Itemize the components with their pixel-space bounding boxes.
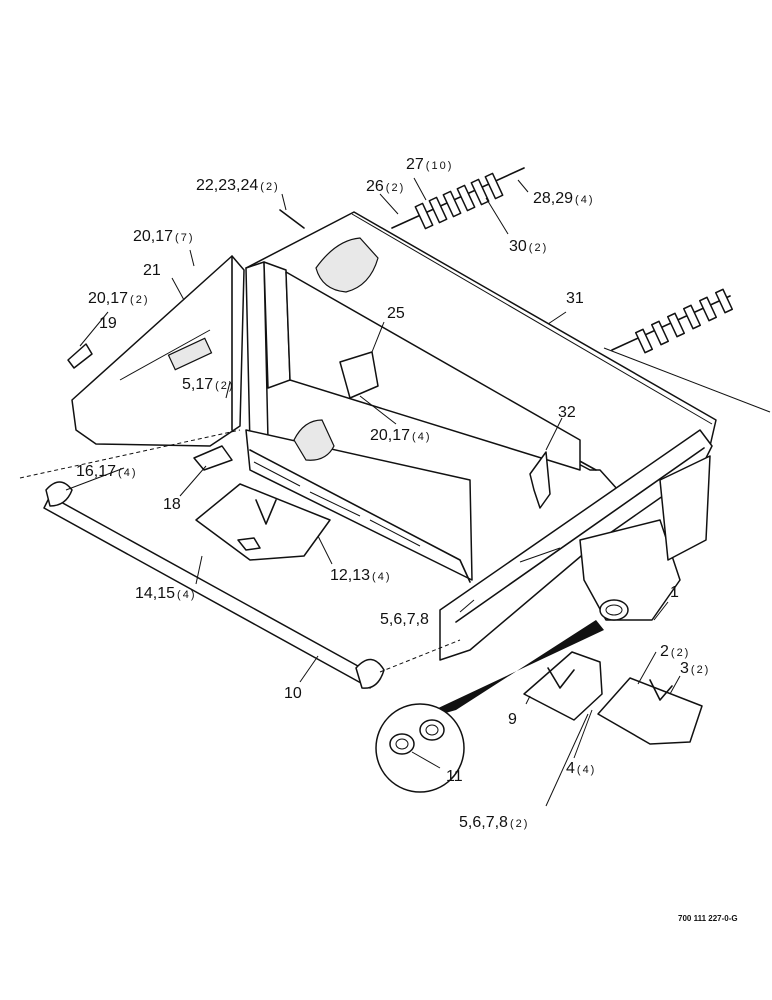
callout-26: 26(2) bbox=[366, 178, 405, 195]
callout-19: 19 bbox=[99, 315, 117, 332]
center-plate bbox=[523, 651, 603, 721]
callout-22-23-24: 22,23,24(2) bbox=[196, 177, 280, 194]
callout-14-15: 14,15(4) bbox=[135, 585, 197, 602]
main-frame bbox=[245, 211, 717, 661]
drum-upper bbox=[391, 167, 525, 230]
callout-1: 1 bbox=[670, 584, 679, 601]
callout-9: 9 bbox=[508, 711, 517, 728]
skid-shoe-left bbox=[195, 483, 331, 561]
callout-16-17: 16,17(4) bbox=[76, 463, 138, 480]
callout-20-17-c: 20,17(4) bbox=[370, 427, 432, 444]
plate-18 bbox=[193, 445, 233, 471]
callout-20-17-a: 20,17(7) bbox=[133, 228, 195, 245]
shaft bbox=[19, 429, 461, 689]
callout-27: 27(10) bbox=[406, 156, 453, 173]
callout-3: 3(2) bbox=[680, 660, 710, 677]
leader-lines bbox=[65, 177, 681, 807]
callout-10: 11 bbox=[446, 768, 463, 785]
bolt-22 bbox=[279, 209, 305, 229]
callout-5-6-7-8-a: 5,6,7,8 bbox=[380, 611, 429, 628]
callout-28-29: 28,29(4) bbox=[533, 190, 595, 207]
clip-19 bbox=[67, 343, 93, 369]
callout-20-17-b: 20,17(2) bbox=[88, 290, 150, 307]
callout-5-17: 5,17(2) bbox=[182, 376, 235, 393]
callout-labels: 22,23,24(2) 27(10) 26(2) 28,29(4) 30(2) … bbox=[76, 156, 710, 831]
drawing-code: 700 111 227-0-G bbox=[678, 914, 738, 923]
callout-18: 18 bbox=[163, 496, 181, 513]
side-shield bbox=[71, 255, 245, 447]
skid-shoe-right bbox=[597, 677, 703, 745]
callout-25: 25 bbox=[387, 305, 405, 322]
callout-30: 30(2) bbox=[509, 238, 548, 255]
bracket-32 bbox=[529, 451, 551, 509]
callout-31: 31 bbox=[566, 290, 584, 307]
callout-2: 2(2) bbox=[660, 643, 690, 660]
callout-12-13: 12,13(4) bbox=[330, 567, 392, 584]
callout-32: 32 bbox=[558, 404, 576, 421]
callout-4: 4(4) bbox=[566, 760, 596, 777]
bracket-25 bbox=[339, 351, 379, 399]
detail-magnifier bbox=[375, 620, 604, 793]
callout-5-6-7-8-b: 5,6,7,8(2) bbox=[459, 814, 529, 831]
drum-lower bbox=[603, 288, 771, 413]
callout-21: 21 bbox=[143, 262, 161, 279]
callout-11: 10 bbox=[284, 685, 302, 702]
